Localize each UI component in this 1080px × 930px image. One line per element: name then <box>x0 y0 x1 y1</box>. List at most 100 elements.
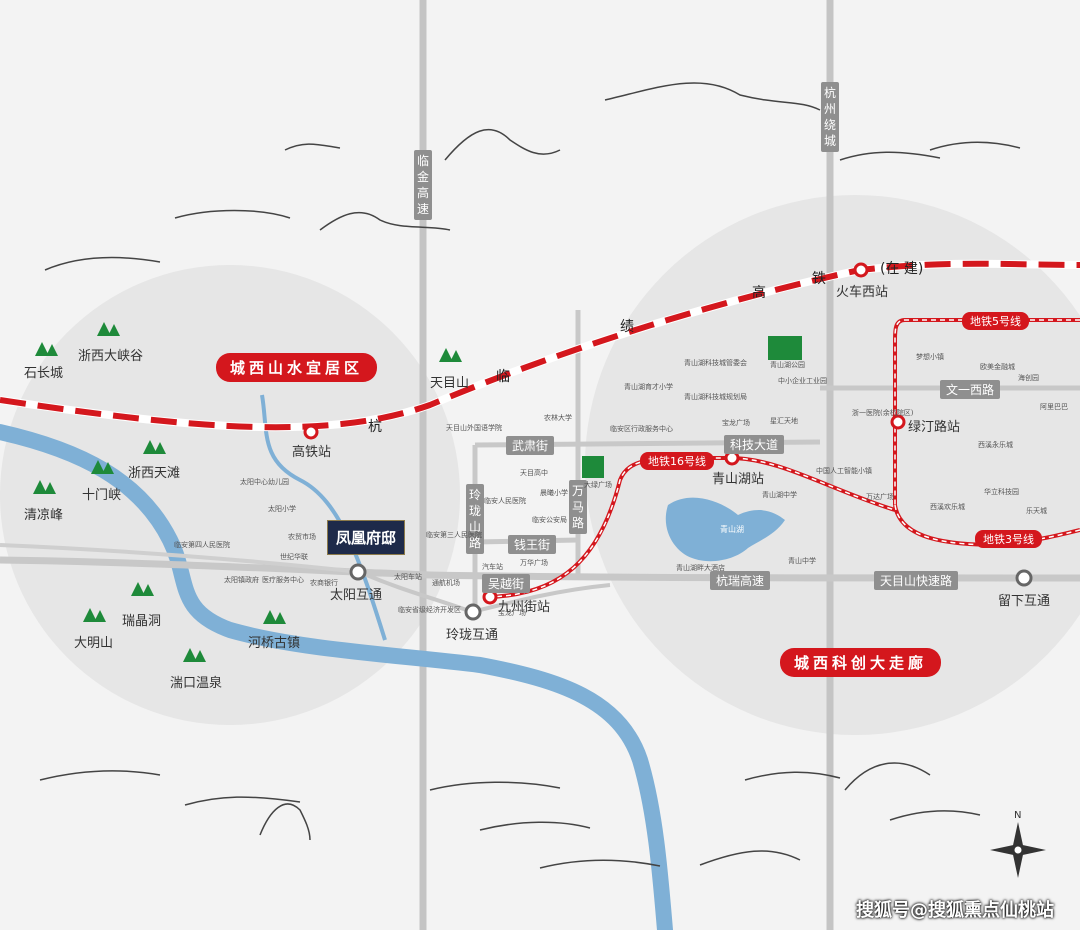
poi-linan-4th-hospital: 临安第四人民医院 <box>174 541 230 549</box>
hsr-char-2: 临 <box>496 369 510 385</box>
poi-planning-bureau: 青山湖科技城规划局 <box>684 393 747 401</box>
poi-baolong-plaza-e: 宝龙广场 <box>722 419 750 427</box>
poi-baolong-plaza-w: 宝龙广场 <box>498 609 526 617</box>
poi-ousheng: 欧美金融城 <box>980 363 1015 371</box>
gaotie-station-label: 高铁站 <box>292 445 332 460</box>
linglong-interchange-marker <box>464 603 482 621</box>
poi-zhejiang-no1-hospital: 浙一医院(余杭院区) <box>852 409 914 417</box>
huochexi-station-label: 火车西站 <box>836 285 889 300</box>
poi-green-plaza: 大绿广场 <box>584 481 612 489</box>
poi-xinghui: 星汇天地 <box>770 417 798 425</box>
poi-jingdi-primary: 晨曦小学 <box>540 489 568 497</box>
poi-farm-market: 农贸市场 <box>288 533 316 541</box>
poi-linan-people-hospital: 临安人民医院 <box>484 497 526 505</box>
tianmushan-express-label: 天目山快速路 <box>874 571 959 590</box>
liuxia-interchange-label: 留下互通 <box>998 594 1051 609</box>
wanma-road-label: 万马路 <box>569 480 587 534</box>
mountain-sketches <box>39 82 1021 869</box>
poi-alibaba: 阿里巴巴 <box>1040 403 1068 411</box>
wenyi-west-road-label: 文一西路 <box>940 380 1001 399</box>
qingshanhu-lake-label: 青山湖 <box>720 525 744 534</box>
wusu-road-label: 武肃街 <box>506 436 555 455</box>
heqiao-label: 河桥古镇 <box>248 636 301 651</box>
road-taiyang <box>0 543 361 574</box>
poi-dream-town: 梦想小镇 <box>916 353 944 361</box>
metro5-line-inner <box>894 319 1080 505</box>
poi-ai-town: 中国人工智能小镇 <box>816 467 872 475</box>
hsr-char-5: 铁 <box>812 271 826 287</box>
keji-avenue-label: 科技大道 <box>724 435 785 454</box>
green-plaza-icon <box>582 456 604 478</box>
ruijingdong-label: 瑞晶洞 <box>122 614 162 629</box>
poi-bus-station: 汽车站 <box>482 563 503 571</box>
hsr-construction-label: (在 建) <box>880 261 924 277</box>
poi-forestry-univ: 农林大学 <box>544 414 572 422</box>
poi-qingshanhu-middle: 青山湖中学 <box>762 491 797 499</box>
linglong-interchange-label: 玲珑互通 <box>446 628 499 643</box>
poi-century-mall: 世纪华联 <box>280 553 308 561</box>
ring-highway-label: 杭州绕城 <box>821 82 839 152</box>
poi-wanhua-plaza: 万华广场 <box>520 559 548 567</box>
metro16-tag: 地铁16号线 <box>640 452 714 470</box>
tianmushan-label: 天目山 <box>430 376 470 391</box>
wuyue-street-label: 吴越街 <box>482 574 531 593</box>
linjin-highway-label: 临金高速 <box>414 150 432 220</box>
qingshanhu-station-label: 青山湖站 <box>712 472 765 487</box>
poi-xixi-happy: 西溪欢乐城 <box>930 503 965 511</box>
hangrui-highway-label: 杭瑞高速 <box>710 571 771 590</box>
poi-taiyang-primary: 太阳小学 <box>268 505 296 513</box>
linglong-road-label: 玲珑山路 <box>466 484 484 554</box>
hsr-char-3: 绩 <box>620 319 634 335</box>
poi-wanda: 万达广场 <box>866 493 894 501</box>
zhexi-canyon-label: 浙西大峡谷 <box>78 349 144 364</box>
zhexi-tiantan-label: 浙西天滩 <box>128 466 181 481</box>
poi-taiyang-kindergarten: 太阳中心幼儿园 <box>240 478 289 486</box>
gaotie-station-marker <box>303 424 319 440</box>
shimenxia-label: 十门峡 <box>82 488 122 503</box>
poi-tianmu-high: 天目高中 <box>520 469 548 477</box>
taiyang-interchange-label: 太阳互通 <box>330 588 383 603</box>
compass-icon <box>990 822 1046 878</box>
project-marker[interactable]: 凤凰府邸 <box>327 520 406 555</box>
poi-taiyang-bus: 太阳车站 <box>394 573 422 581</box>
jiuzhoujie-station-label: 九州街站 <box>498 600 551 615</box>
poi-qingshan-middle: 青山中学 <box>788 557 816 565</box>
poi-rural-bank: 农商银行 <box>310 579 338 587</box>
watermark: 搜狐号@搜狐熏点仙桃站 <box>856 900 1054 921</box>
taiyang-interchange-marker <box>349 563 367 581</box>
poi-medical-center: 医疗服务中心 <box>262 576 304 584</box>
compass-north-label: N <box>1014 810 1021 821</box>
west-region-banner: 城西山水宜居区 <box>216 353 378 382</box>
qingliangfeng-label: 清凉峰 <box>24 508 64 523</box>
poi-linan-police: 临安公安局 <box>532 516 567 524</box>
poi-linan-3rd-hospital: 临安第三人民医院 <box>426 531 482 539</box>
tankou-label: 湍口温泉 <box>170 676 223 691</box>
poi-qingshanhu-mgmt: 青山湖科技城管委会 <box>684 359 747 367</box>
metro5-tag: 地铁5号线 <box>962 312 1029 330</box>
qingshanhu-lake <box>665 497 785 562</box>
road-main-south <box>0 556 1080 582</box>
liuxia-interchange-marker <box>1015 569 1033 587</box>
poi-qingshanhu-park: 青山湖公园 <box>770 361 805 369</box>
hsr-line-dash <box>0 260 1080 431</box>
east-region-banner: 城西科创大走廊 <box>780 648 942 677</box>
damingshan-label: 大明山 <box>74 636 114 651</box>
poi-admin-center: 临安区行政服务中心 <box>610 425 673 433</box>
qingshanhu-park-icon <box>768 336 802 360</box>
poi-tonghang-airport: 通航机场 <box>432 579 460 587</box>
river <box>0 424 673 930</box>
metro3-tag: 地铁3号线 <box>975 530 1042 548</box>
poi-huali: 华立科技园 <box>984 488 1019 496</box>
luting-station-label: 绿汀路站 <box>908 420 961 435</box>
poi-xixi-yongle: 西溪永乐城 <box>978 441 1013 449</box>
poi-haichuang: 海创园 <box>1018 374 1039 382</box>
poi-linan-dev-zone: 临安省级经济开发区 <box>398 606 461 614</box>
hsr-char-4: 高 <box>752 285 766 301</box>
hsr-char-1: 杭 <box>368 419 382 435</box>
tree-icons <box>33 322 462 662</box>
poi-taiyang-gov: 太阳镇政府 <box>224 576 259 584</box>
poi-letian: 乐天城 <box>1026 507 1047 515</box>
poi-sme-park: 中小企业工业园 <box>778 377 827 385</box>
poi-tianmushan-school: 天目山外国语学院 <box>446 424 502 432</box>
